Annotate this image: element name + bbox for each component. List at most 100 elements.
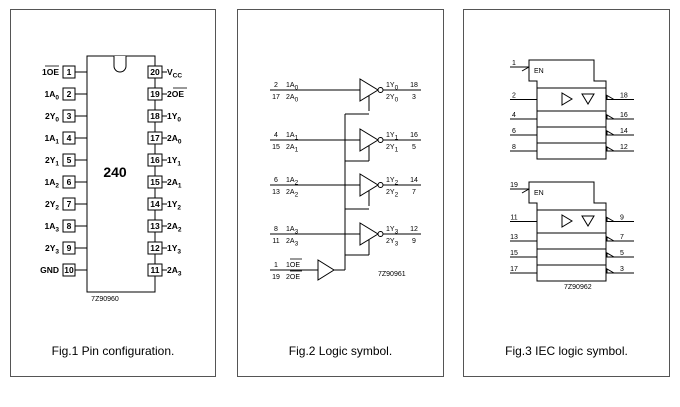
pin-4: 4 1A1 — [45, 131, 87, 146]
pin-number: 15 — [510, 250, 518, 257]
pin-number: 7 — [67, 199, 72, 209]
inverter-bubble — [377, 231, 384, 237]
pin-number: 17 — [150, 133, 160, 143]
figure-caption: Fig.3 IEC logic symbol. — [505, 344, 628, 358]
pin-3: 3 2Y0 — [45, 109, 87, 124]
pin-number: 3 — [67, 111, 72, 121]
pin-number: 14 — [410, 177, 418, 184]
input-label: 1A2 — [286, 177, 299, 187]
output-label: 1Y0 — [386, 82, 399, 92]
chip-label: 240 — [103, 164, 127, 180]
three-state-symbol — [581, 93, 595, 105]
pin-number: 19 — [510, 182, 518, 189]
pin-label: 2Y0 — [45, 111, 59, 124]
pin-number: 10 — [64, 265, 74, 275]
pin-number: 6 — [274, 177, 278, 184]
input-label: 2A3 — [286, 238, 299, 248]
inverter-bubble — [377, 87, 384, 93]
pin-number: 13 — [150, 221, 160, 231]
pin-number: 14 — [150, 199, 160, 209]
figure-serial: 7Z90962 — [564, 284, 592, 291]
input-label: 2A1 — [286, 144, 299, 154]
pin-label: 2Y2 — [45, 199, 59, 212]
pin-number: 4 — [67, 133, 72, 143]
pin-number: 8 — [512, 144, 516, 151]
pin-label: 2Y3 — [45, 243, 59, 256]
pin-number: 5 — [620, 250, 624, 257]
logic-symbol-diagram: 2171A02A01Y02Y01834151A12A11Y12Y11656131… — [270, 78, 421, 281]
pin-label: 1A1 — [45, 133, 60, 146]
pin-number: 9 — [412, 238, 416, 245]
output-label: 1Y3 — [386, 226, 399, 236]
enable-label: EN — [534, 68, 544, 75]
buffer-symbol — [561, 92, 573, 106]
pin-label: 2OE — [167, 89, 184, 99]
buffer-gate — [359, 173, 379, 197]
pin-number: 11 — [272, 238, 279, 245]
pin-number: 19 — [272, 274, 280, 281]
pin-number: 5 — [67, 155, 72, 165]
enable-buffer — [317, 259, 335, 281]
pin-number: 9 — [620, 215, 624, 222]
pin-label: 2Y1 — [45, 155, 59, 168]
buffer-gate — [359, 222, 379, 246]
pin-number: 14 — [620, 128, 628, 135]
input-label: 1A1 — [286, 132, 299, 142]
pin-number: 11 — [510, 215, 517, 222]
pin-7: 7 2Y2 — [45, 197, 87, 212]
enable-label: 1OE — [286, 262, 300, 269]
pin-number: 1 — [274, 262, 278, 269]
pin-number: 9 — [67, 243, 72, 253]
pin-label: 1Y0 — [167, 111, 181, 124]
pin-number: 1 — [67, 67, 72, 77]
output-label: 2Y2 — [386, 189, 399, 199]
input-label: 1A3 — [286, 226, 299, 236]
pin-label: 1Y1 — [167, 155, 181, 168]
pin-number: 4 — [274, 132, 278, 139]
pin-number: 16 — [410, 132, 418, 139]
pin-number: 18 — [150, 111, 160, 121]
pin-label: 2A3 — [167, 265, 182, 278]
pin-number: 18 — [620, 93, 628, 100]
input-label: 2A2 — [286, 189, 299, 199]
pin-label: 1A2 — [45, 177, 60, 190]
pin-18: 18 1Y0 — [147, 109, 181, 124]
input-label: 1A0 — [286, 82, 299, 92]
pin-number: 4 — [512, 112, 516, 119]
pin-number: 19 — [150, 89, 160, 99]
pin-label: GND — [40, 265, 59, 275]
pin-number: 2 — [67, 89, 72, 99]
pin-number: 12 — [150, 243, 160, 253]
pin-number: 12 — [620, 144, 628, 151]
enable-label: EN — [534, 190, 544, 197]
pin-19: 19 2OE — [147, 87, 187, 101]
pin-number: 8 — [274, 226, 278, 233]
pin-configuration-diagram: 240 11OE21A032Y041A152Y161A272Y281A392Y3… — [40, 55, 187, 303]
ic-body — [86, 55, 156, 293]
pin-number: 18 — [410, 82, 418, 89]
pin-number: 17 — [272, 94, 280, 101]
pin-13: 13 2A2 — [147, 219, 182, 234]
pin-number: 3 — [412, 94, 416, 101]
figure-caption: Fig.1 Pin configuration. — [51, 344, 175, 358]
pin-number: 5 — [412, 144, 416, 151]
output-label: 2Y0 — [386, 94, 399, 104]
pin-number: 13 — [510, 234, 518, 241]
input-label: 2A0 — [286, 94, 299, 104]
pin-number: 3 — [620, 266, 624, 273]
pin-label: 2A2 — [167, 221, 182, 234]
pin-number: 6 — [67, 177, 72, 187]
pin-number: 17 — [510, 266, 518, 273]
